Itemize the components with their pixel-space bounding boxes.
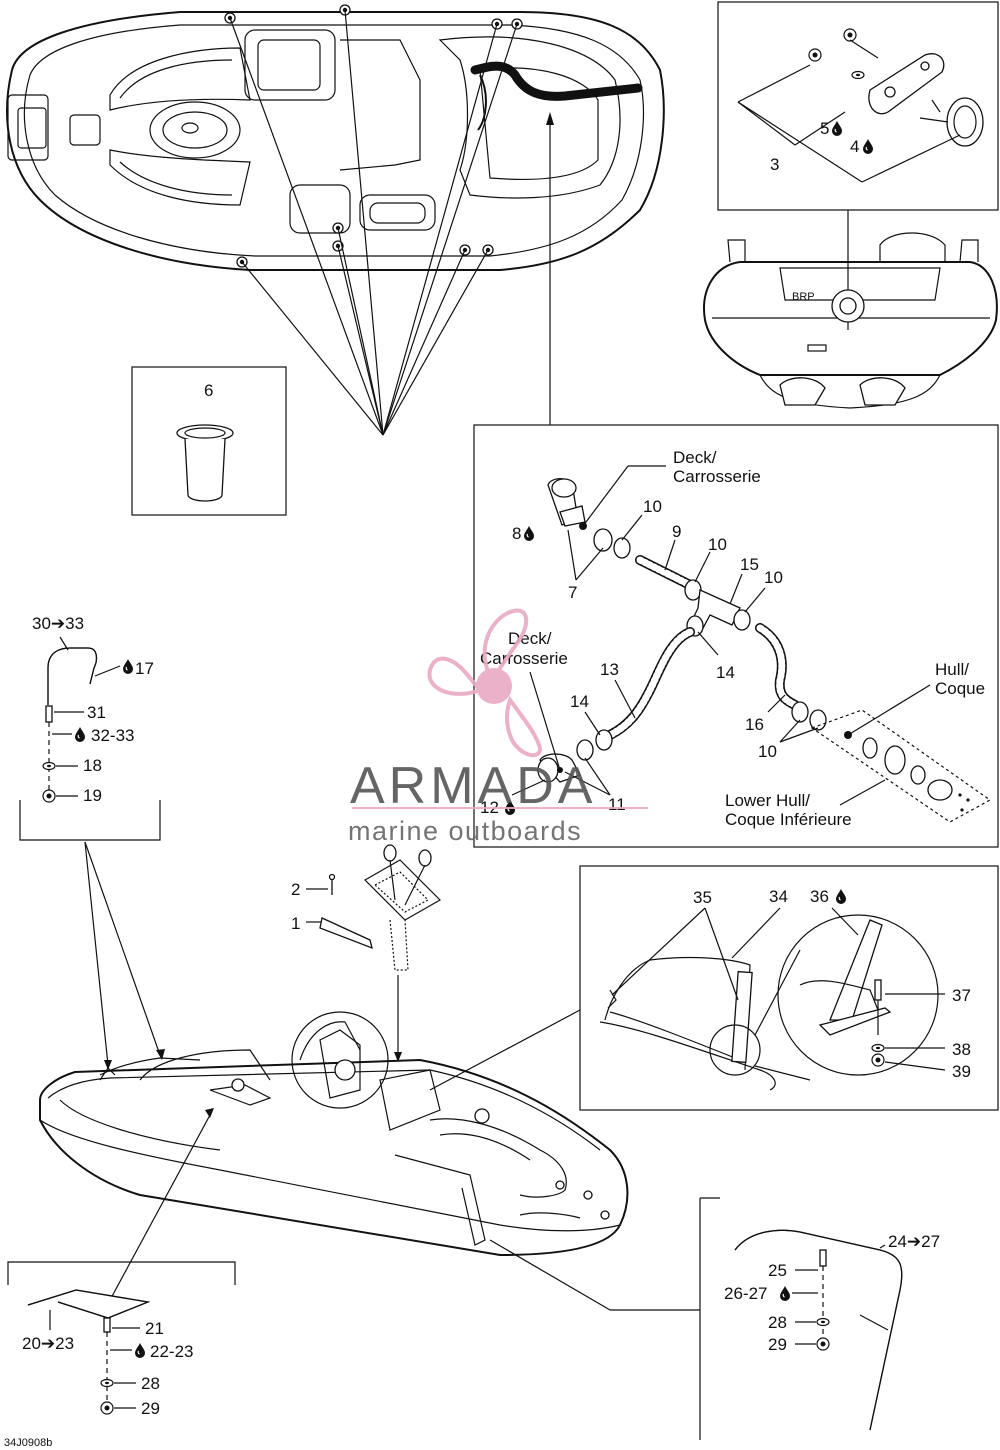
label-38: 38	[952, 1040, 971, 1059]
label-1: 1	[291, 914, 300, 933]
callout-lower-hull-2: Coque Inférieure	[725, 810, 852, 829]
propeller-logo	[427, 608, 543, 758]
drain-hose-box: Deck/ Carrosserie	[473, 424, 999, 848]
label-31: 31	[87, 703, 106, 722]
label-29b: 29	[768, 1335, 787, 1354]
label-3: 3	[770, 155, 779, 174]
label-36: 36	[810, 887, 829, 906]
boat-main-view	[39, 1009, 700, 1311]
boat-rear-decal: BRP	[792, 291, 815, 303]
drop-icon	[122, 658, 134, 675]
watermark-brand: ARMADA	[350, 757, 596, 815]
label-19: 19	[83, 786, 102, 805]
cup-holder-box: 6	[131, 366, 287, 516]
label-24-27: 24➔27	[888, 1232, 940, 1251]
label-32-33: 32-33	[91, 726, 134, 745]
label-14b: 14	[716, 663, 735, 682]
steering-bracket: 2 1	[291, 844, 441, 1062]
callout-deck-top-2: Carrosserie	[673, 467, 761, 486]
drop-icon	[835, 888, 847, 905]
label-9: 9	[672, 522, 681, 541]
label-11: 11	[608, 795, 626, 814]
diagram-code: 34J0908b	[4, 1437, 52, 1449]
label-2: 2	[291, 880, 300, 899]
boat-rear-view: BRP	[703, 232, 998, 409]
label-10a: 10	[643, 497, 662, 516]
callout-hull-1: Hull/	[935, 660, 969, 679]
cup-holder-markers	[224, 4, 523, 268]
label-13: 13	[600, 660, 619, 679]
label-30-33: 30➔33	[32, 614, 84, 633]
label-18: 18	[83, 756, 102, 775]
drain-cable-route	[470, 61, 643, 101]
label-8: 8	[512, 524, 521, 543]
label-10d: 10	[758, 742, 777, 761]
label-39: 39	[952, 1062, 971, 1081]
label-10c: 10	[764, 568, 783, 587]
label-28b: 28	[768, 1313, 787, 1332]
label-17: 17	[135, 659, 154, 678]
label-21: 21	[145, 1319, 164, 1338]
label-35: 35	[693, 888, 712, 907]
label-20-23: 20➔23	[22, 1334, 74, 1353]
tow-handle-box: 30➔33 17 31 32-33 18 19	[19, 614, 161, 1066]
grab-handle-box: 20➔23 21 22-23 28 29	[7, 1261, 236, 1418]
drop-icon	[523, 525, 535, 542]
cup-holder-leaders	[229, 9, 518, 436]
drain-plug-box: 3 5 4	[717, 1, 999, 330]
label-5: 5	[820, 119, 829, 138]
drop-icon	[831, 120, 843, 137]
callout-lower-hull-1: Lower Hull/	[725, 791, 810, 810]
label-15: 15	[740, 555, 759, 574]
drop-icon	[74, 726, 86, 743]
label-37: 37	[952, 986, 971, 1005]
callout-hull-2: Coque	[935, 679, 985, 698]
label-14a: 14	[570, 692, 589, 711]
windshield-box: 35 34 36 37 38 39	[579, 865, 999, 1111]
label-29a: 29	[141, 1399, 160, 1418]
label-26-27: 26-27	[724, 1284, 767, 1303]
label-6: 6	[204, 381, 213, 400]
callout-deck-mid-2: Carrosserie	[480, 649, 568, 668]
label-16: 16	[745, 715, 764, 734]
rail-box: 24➔27 25 26-27 28 29	[699, 1197, 940, 1440]
label-25: 25	[768, 1261, 787, 1280]
callout-deck-top-1: Deck/	[673, 448, 717, 467]
watermark-tagline: marine outboards	[348, 816, 582, 846]
deck-top-view	[6, 4, 665, 271]
label-34: 34	[769, 887, 788, 906]
label-7: 7	[568, 583, 577, 602]
label-22-23: 22-23	[150, 1342, 193, 1361]
drop-icon	[134, 1342, 146, 1359]
armada-watermark: ARMADA marine outboards	[348, 608, 648, 846]
label-10b: 10	[708, 535, 727, 554]
label-28a: 28	[141, 1374, 160, 1393]
label-4: 4	[850, 137, 859, 156]
drop-icon	[862, 138, 874, 155]
